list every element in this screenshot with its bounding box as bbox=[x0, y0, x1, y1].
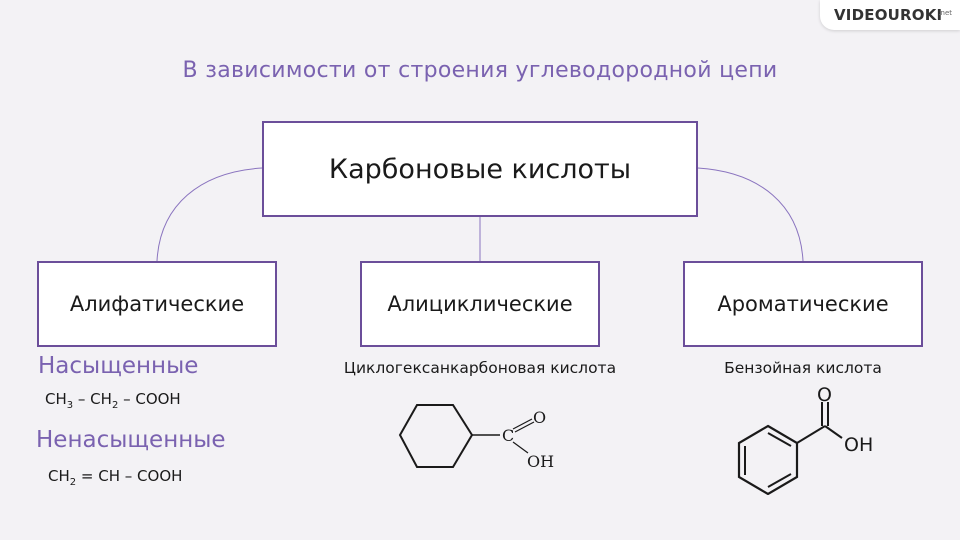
slide-subtitle: В зависимости от строения углеводородной… bbox=[182, 58, 778, 83]
cyclohexane-ring bbox=[398, 404, 474, 468]
unsaturated-heading: Ненасыщенные bbox=[36, 427, 226, 453]
carboxylic-acids-box: Карбоновые кислоты bbox=[262, 121, 698, 217]
saturated-formula: CH3 – CH2 – COOH bbox=[45, 390, 181, 411]
unsaturated-formula: CH2 = CH – COOH bbox=[48, 467, 183, 488]
alicyclic-box: Алициклические bbox=[360, 261, 600, 347]
c-o-double-bond-1 bbox=[512, 418, 533, 430]
c-o-double-bond-2 bbox=[514, 421, 535, 433]
connector-left-arc bbox=[156, 167, 263, 262]
benzoic-acid-name: Бензойная кислота bbox=[724, 359, 882, 377]
carboxyl-carbon-label: C bbox=[502, 426, 514, 445]
aliphatic-box: Алифатические bbox=[37, 261, 277, 347]
logo-text: VIDEOUROKI bbox=[834, 6, 943, 24]
carbonyl-oxygen-label: O bbox=[533, 408, 546, 427]
videouroki-logo: VIDEOUROKI .net bbox=[820, 0, 960, 30]
hydroxyl-label: OH bbox=[527, 452, 554, 471]
c-oh-bond bbox=[512, 441, 529, 454]
aromatic-box: Ароматические bbox=[683, 261, 923, 347]
benzoic-acid-structure: O OH bbox=[737, 384, 873, 495]
c-oh-bond bbox=[824, 425, 843, 439]
benzene-inner-bond-1 bbox=[767, 432, 792, 447]
saturated-heading: Насыщенные bbox=[38, 353, 199, 379]
connector-right-arc bbox=[697, 167, 804, 262]
benzene-ring bbox=[737, 424, 799, 495]
hydroxyl-label: OH bbox=[844, 434, 873, 456]
ring-to-carboxyl-bond bbox=[796, 425, 826, 444]
carbonyl-oxygen-label: O bbox=[817, 384, 832, 406]
cyclohexanecarboxylic-acid-structure: C O OH bbox=[398, 404, 554, 471]
cyclohexanecarboxylic-acid-name: Циклогексанкарбоновая кислота bbox=[343, 359, 617, 377]
benzene-inner-bond-2 bbox=[767, 473, 792, 488]
logo-suffix: .net bbox=[938, 9, 952, 17]
